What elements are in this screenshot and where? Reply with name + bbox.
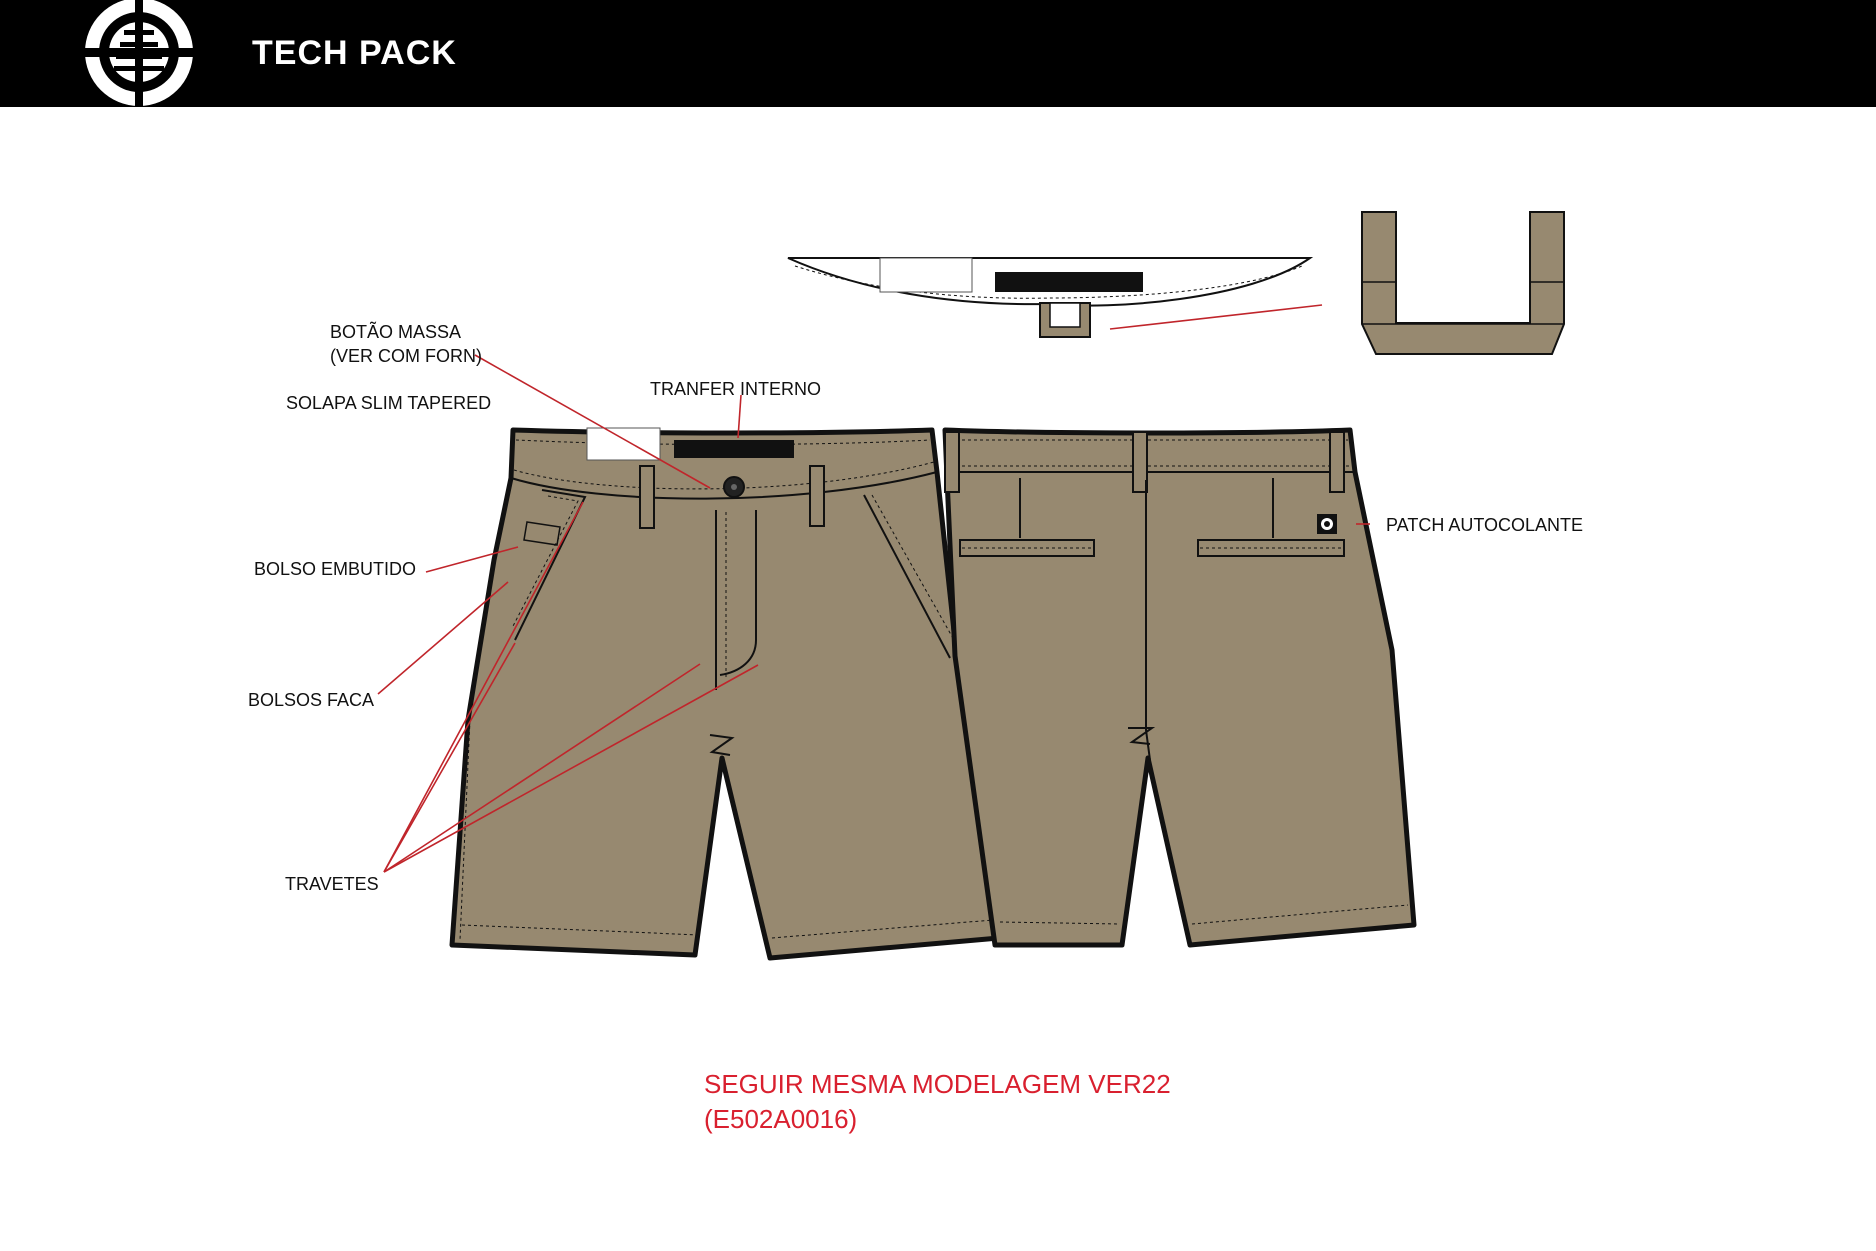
bolso-embutido-label: BOLSO EMBUTIDO bbox=[254, 559, 417, 579]
travetes-label: TRAVETES bbox=[285, 874, 379, 894]
solapa-label: SOLAPA SLIM TAPERED bbox=[286, 393, 492, 413]
back-shorts bbox=[942, 427, 1417, 948]
leader-lines bbox=[377, 304, 1370, 873]
header-bar: TECH PACK bbox=[0, 0, 1876, 107]
header-title: TECH PACK bbox=[252, 34, 457, 72]
botao-massa-label-line1: BOTÃO MASSA bbox=[330, 322, 462, 342]
note-line2: (E502A0016) bbox=[704, 1104, 858, 1134]
waistband-inside-view bbox=[787, 257, 1314, 338]
note-line1: SEGUIR MESMA MODELAGEM VER22 bbox=[704, 1069, 1171, 1099]
element-tree-logo-icon bbox=[74, 0, 204, 107]
belt-loop-detail bbox=[1361, 211, 1565, 355]
patch-autocolante-label: PATCH AUTOCOLANTE bbox=[1386, 515, 1584, 535]
botao-massa-label-line2: (VER COM FORN) bbox=[330, 346, 482, 366]
bolsos-faca-label: BOLSOS FACA bbox=[248, 690, 375, 710]
front-shorts bbox=[449, 427, 1002, 961]
tranfer-interno-label: TRANFER INTERNO bbox=[650, 379, 821, 399]
